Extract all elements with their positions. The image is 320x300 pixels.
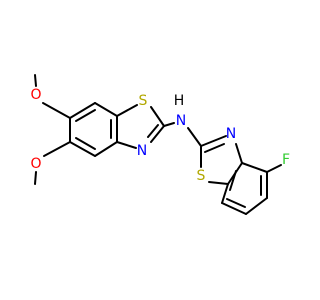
bond-right-benzene-1 (241, 162, 268, 173)
bond-ring-f (266, 164, 282, 173)
atom-label-oxygen-bottom: O (30, 156, 41, 172)
bond-left-thiazole-c2-n (150, 125, 165, 143)
bond-right-benzene-5-inner (229, 170, 237, 191)
bond-left-benzene-1-inner (75, 109, 96, 122)
atom-label-oxygen-top: O (30, 87, 41, 103)
bond-right-benzene-4-inner (226, 198, 246, 208)
bond-left-thiazole-s-c2 (150, 106, 165, 127)
atom-label-sulfur-right: S (197, 168, 206, 184)
bond-right-thiazole-c-s (208, 181, 229, 185)
bond-left-benzene-2 (94, 102, 118, 117)
bond-ring-o-bottom (43, 141, 71, 157)
atom-label-sulfur-left: S (139, 93, 148, 109)
bond-left-benzene-1 (69, 102, 96, 119)
bond-left-thiazole-n-c (116, 141, 137, 149)
bond-methyl-o-top (34, 74, 37, 87)
structure-canvas: O O S N H N N S F (30, 74, 291, 215)
bond-o-top-ring (42, 102, 71, 119)
atom-label-amine-nitrogen: N (176, 113, 186, 129)
atom-label-nitrogen-left: N (137, 143, 147, 159)
bond-right-thiazole-c2-n-inner (204, 143, 225, 153)
bond-nh-c2-right (187, 127, 202, 147)
bond-right-benzene-4 (221, 202, 247, 215)
bond-methyl-o-bottom (34, 171, 37, 185)
bond-c2-nh (163, 122, 175, 127)
bond-left-thiazole-c-s (116, 104, 138, 117)
bond-left-benzene-5-inner (75, 137, 96, 150)
atom-label-amine-hydrogen: H (174, 93, 185, 109)
bond-left-thiazole-c2-n-inner (147, 124, 159, 138)
atom-label-nitrogen-right: N (226, 126, 236, 142)
molecule-diagram: O O S N H N N S F (30, 74, 290, 215)
bond-right-benzene-5 (221, 183, 229, 204)
bond-right-thiazole-n-c (235, 143, 243, 164)
bond-right-benzene-3 (245, 197, 268, 215)
atom-label-fluorine: F (282, 152, 290, 168)
bond-left-benzene-5 (69, 141, 96, 157)
bond-right-thiazole-c2-n (200, 135, 227, 147)
bond-left-benzene-4 (94, 141, 118, 157)
